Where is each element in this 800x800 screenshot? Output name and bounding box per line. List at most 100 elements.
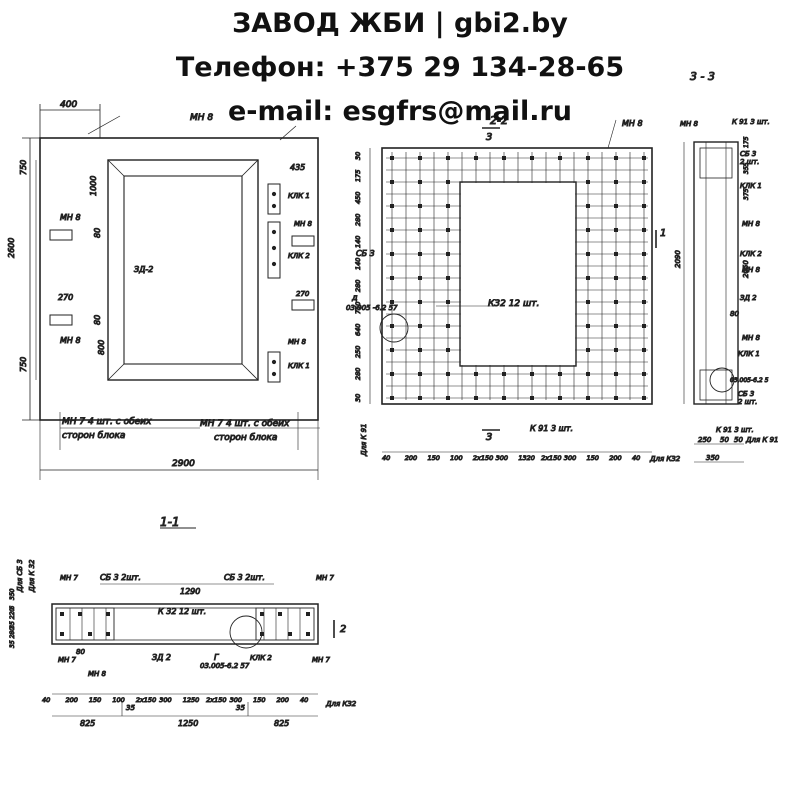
rebar-node	[446, 300, 450, 304]
stirrup-cage	[699, 369, 733, 401]
dim-text: 280	[354, 368, 362, 380]
dim-text: 280	[9, 627, 16, 639]
dim-text: 40	[632, 454, 640, 462]
dim-text: 150	[253, 696, 265, 704]
section-label: 2-2	[490, 114, 508, 127]
dim-text: 35	[9, 621, 16, 629]
dim-text: 200	[405, 454, 417, 462]
rebar-node	[530, 372, 534, 376]
window-frame-inner	[123, 175, 243, 365]
dim-text: 35	[126, 704, 135, 712]
mark-label: МН 8	[190, 113, 213, 123]
rebar-node	[614, 300, 618, 304]
dim-text: 50	[734, 436, 743, 444]
mark-label: МН 8	[742, 266, 761, 274]
rebar-node	[642, 204, 646, 208]
embedded-plate	[267, 221, 281, 279]
dim-text: 150	[427, 454, 439, 462]
section-label: 1-1	[160, 515, 180, 529]
email-line: e-mail: esgfrs@mail.ru	[227, 96, 573, 127]
rebar-node	[586, 372, 590, 376]
rebar-node	[446, 372, 450, 376]
rebar-node	[446, 180, 450, 184]
mark-label: К 91 3 шт.	[530, 424, 573, 433]
part-label: ЗД 2	[152, 653, 171, 662]
embedded-plate	[291, 235, 315, 247]
mark-label: д	[351, 293, 358, 302]
dim-text: 200	[277, 696, 289, 704]
mark-label: МН 7	[60, 574, 79, 582]
rebar-node	[586, 228, 590, 232]
mark-label: К32 12 шт.	[488, 299, 539, 309]
rebar-node	[586, 396, 590, 400]
rebar-node	[446, 204, 450, 208]
mark-label: К 91 3 шт.	[716, 426, 754, 434]
dim-text: 40	[382, 454, 390, 462]
dim-text: 1320	[518, 454, 535, 462]
mark-label: К 32 12 шт.	[158, 607, 206, 616]
dim-text: 100	[450, 454, 462, 462]
rebar-node	[418, 228, 422, 232]
rebar-node	[614, 372, 618, 376]
mark-label: Г	[214, 653, 219, 662]
phone-line: Телефон: +375 29 134-28-65	[175, 52, 625, 83]
mark-label: КЛК 1	[740, 182, 762, 190]
elevation-view: 400 МН 8 750 1000 2600 750 270 80 80 МН …	[7, 100, 320, 480]
dim-text: Для К 32	[28, 559, 36, 593]
dim-text: Для К 91	[360, 424, 368, 457]
dim-text: 1250	[178, 719, 198, 728]
dim-text: 750	[19, 160, 28, 175]
note-text: сторон блока	[62, 431, 125, 441]
dim-text: 100	[112, 696, 124, 704]
mark-label: К 91 3 шт.	[732, 118, 770, 126]
dim-text: 1000	[89, 176, 98, 196]
embedded-plate	[267, 351, 281, 383]
rebar-node	[586, 348, 590, 352]
dim-text: 825	[274, 719, 289, 728]
mark-label: КЛК 1	[288, 362, 310, 370]
dim-text: 800	[97, 340, 106, 355]
dim-text: 350	[706, 454, 720, 462]
rebar-node	[502, 396, 506, 400]
mark-label: МН 8	[60, 213, 81, 222]
rebar-node	[390, 300, 394, 304]
dim-text: 50	[720, 436, 729, 444]
dim-text: 35	[236, 704, 245, 712]
rebar-node	[530, 156, 534, 160]
dim-text: 300	[230, 696, 242, 704]
mark-label: МН 8	[742, 220, 761, 228]
rebar-node	[446, 396, 450, 400]
rebar-node	[586, 300, 590, 304]
note-text: МН 7 4 шт. с обеих	[200, 419, 290, 429]
rebar-node	[390, 324, 394, 328]
rebar-node	[260, 632, 264, 636]
mark-label: СБ 3	[740, 150, 756, 158]
dim-text: 435	[290, 163, 305, 172]
rebar-node	[614, 228, 618, 232]
mark-label: МН 8	[622, 119, 643, 128]
rebar-node	[586, 324, 590, 328]
mark-label: СБ 3	[356, 249, 375, 258]
rebar-node	[446, 324, 450, 328]
rebar-node	[418, 252, 422, 256]
dim-text: 40	[42, 696, 50, 704]
rebar-node	[558, 156, 562, 160]
section-1-1: 1-1 СБ 3 2шт. СБ 3 2шт. 1290 МН 7 МН 7 М…	[16, 515, 358, 729]
mark-label: МН 8	[742, 334, 761, 342]
rebar-node	[614, 252, 618, 256]
rebar-node	[614, 324, 618, 328]
dim-text: 300	[159, 696, 171, 704]
rebar-node	[474, 396, 478, 400]
mark-label: МН 8	[88, 670, 107, 678]
rebar-node	[390, 228, 394, 232]
rebar-node	[418, 276, 422, 280]
rebar-node	[586, 156, 590, 160]
rebar-node	[642, 276, 646, 280]
section-mark: 3	[486, 432, 492, 443]
stirrup-cage	[55, 607, 115, 641]
dim-text: 355	[743, 162, 750, 174]
mark-label: 2 шт.	[738, 398, 757, 406]
rebar-node	[88, 632, 92, 636]
rebar-node	[446, 156, 450, 160]
rebar-node	[642, 252, 646, 256]
